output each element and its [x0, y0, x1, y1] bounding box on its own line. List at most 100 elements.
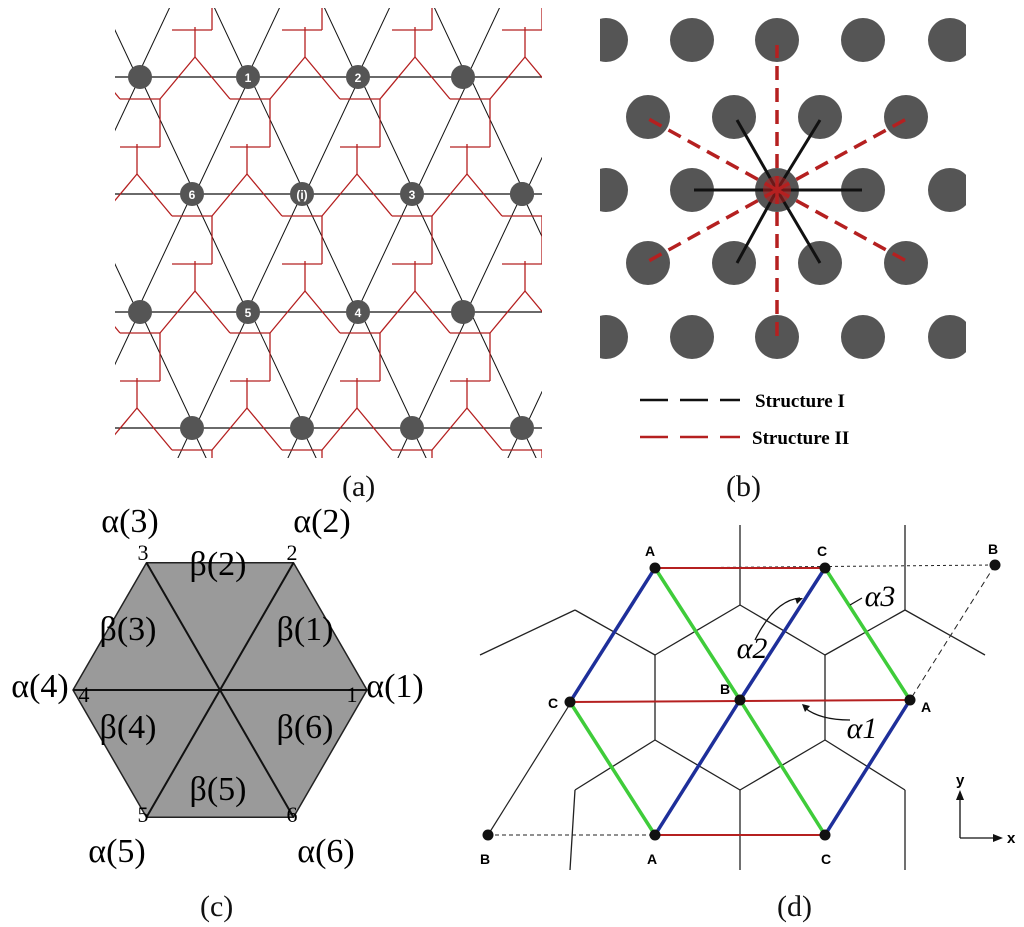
lattice-site: [649, 562, 661, 574]
diagonal-bond: [194, 76, 251, 195]
dual-lattice-edge: [431, 173, 468, 217]
dual-lattice-edge: [0, 174, 27, 216]
site-label: B: [720, 681, 730, 697]
lattice-site: [600, 315, 628, 359]
lattice-site: [928, 168, 966, 212]
diagonal-bond: [415, 545, 470, 662]
diagonal-bond: [0, 194, 27, 311]
dual-lattice-edge: [356, 173, 393, 217]
diagonal-bond: [27, 0, 82, 77]
diagonal-bond: [194, 310, 251, 429]
alpha3-bond: [653, 567, 742, 701]
dual-lattice-edge: [50, 57, 85, 99]
lattice-site: [649, 829, 661, 841]
dual-lattice-edge: [159, 290, 196, 334]
lattice-site: [670, 315, 714, 359]
lattice-site: [928, 18, 966, 62]
site-label: 5: [245, 306, 252, 320]
lattice-site: [600, 168, 628, 212]
center-site: [763, 176, 791, 204]
site-label: A: [647, 851, 657, 867]
diagonal-bond: [249, 310, 306, 429]
diagonal-bond: [507, 427, 523, 458]
dual-lattice-edge: [211, 173, 248, 217]
diagonal-bond: [214, 8, 248, 78]
lattice-site: [128, 300, 152, 324]
structure-ii-bond: [644, 188, 778, 265]
lattice-site: [290, 416, 314, 440]
diagonal-bond: [0, 311, 30, 428]
bond-label: α2: [737, 632, 768, 665]
dual-lattice-edge: [489, 290, 526, 334]
lattice-site: [798, 95, 842, 139]
diagonal-bond: [30, 545, 85, 662]
arrowhead: [802, 704, 810, 712]
lattice-site: [128, 65, 152, 89]
dual-lattice-edge: [635, 57, 670, 99]
diagonal-bond: [522, 0, 577, 77]
caption-c: (c): [200, 890, 234, 923]
lattice-site: [400, 416, 424, 440]
lattice-site: [841, 18, 885, 62]
diagonal-bond: [521, 427, 537, 458]
vertex-number: 6: [287, 802, 298, 827]
diagonal-bond: [177, 427, 193, 458]
beta-label: β(1): [277, 611, 334, 648]
lattice-site: [626, 95, 670, 139]
panel-b-content: [600, 18, 966, 359]
beta-label: β(2): [190, 546, 247, 583]
dual-lattice-edge: [652, 408, 687, 450]
lattice-site: [180, 182, 204, 206]
vertex-number: 5: [138, 802, 149, 827]
dual-lattice-edge: [490, 525, 525, 567]
diagonal-bond: [139, 76, 196, 195]
dual-lattice-edge: [246, 173, 283, 217]
dual-lattice-edge: [524, 56, 542, 79]
diagonal-bond: [30, 311, 85, 428]
site-label: 1: [245, 71, 252, 85]
alpha-label: α(6): [297, 833, 354, 870]
dual-lattice-edge: [321, 407, 358, 451]
dual-lattice-edge: [0, 525, 10, 567]
diagonal-bond: [27, 428, 82, 545]
lattice-site: [712, 95, 756, 139]
dual-lattice-edge: [710, 57, 745, 99]
site-label: A: [921, 699, 931, 715]
lattice-site: [928, 315, 966, 359]
alpha2-bond: [823, 699, 912, 836]
lattice-site: [600, 18, 628, 62]
structure-i-bond: [775, 189, 822, 264]
lattice-site: [841, 315, 885, 359]
beta-label: β(4): [100, 709, 157, 746]
bond-label: α1: [847, 712, 878, 745]
lattice-site: [755, 18, 799, 62]
lattice-site: [236, 300, 260, 324]
alpha-label: α(4): [11, 668, 68, 705]
lattice-site: [346, 300, 370, 324]
dual-lattice-edge: [414, 290, 451, 334]
diagonal-bond: [246, 8, 280, 78]
dual-lattice-edge: [415, 525, 450, 567]
structure-ii-bond: [776, 188, 911, 265]
diagonal-bond: [577, 428, 632, 545]
diagonal-bond: [470, 545, 525, 662]
dual-lattice-edge: [50, 291, 85, 333]
dual-lattice-edge: [380, 525, 415, 567]
dual-lattice-edge: [466, 407, 503, 451]
legend-label-structure-i: Structure I: [755, 391, 845, 412]
diagonal-bond: [524, 390, 542, 429]
dual-lattice-edge: [211, 407, 248, 451]
diagonal-bond: [635, 545, 690, 662]
lattice-site: [819, 562, 831, 574]
diagonal-bond: [136, 8, 170, 78]
diagonal-bond: [301, 427, 317, 458]
dual-lattice-edge: [635, 291, 670, 333]
lattice-site: [510, 416, 534, 440]
diagonal-bond: [359, 76, 416, 195]
lattice-edge: [654, 604, 741, 656]
dual-lattice-edge: [194, 290, 231, 334]
diagonal-bond: [0, 545, 30, 662]
lattice-site: [734, 694, 746, 706]
